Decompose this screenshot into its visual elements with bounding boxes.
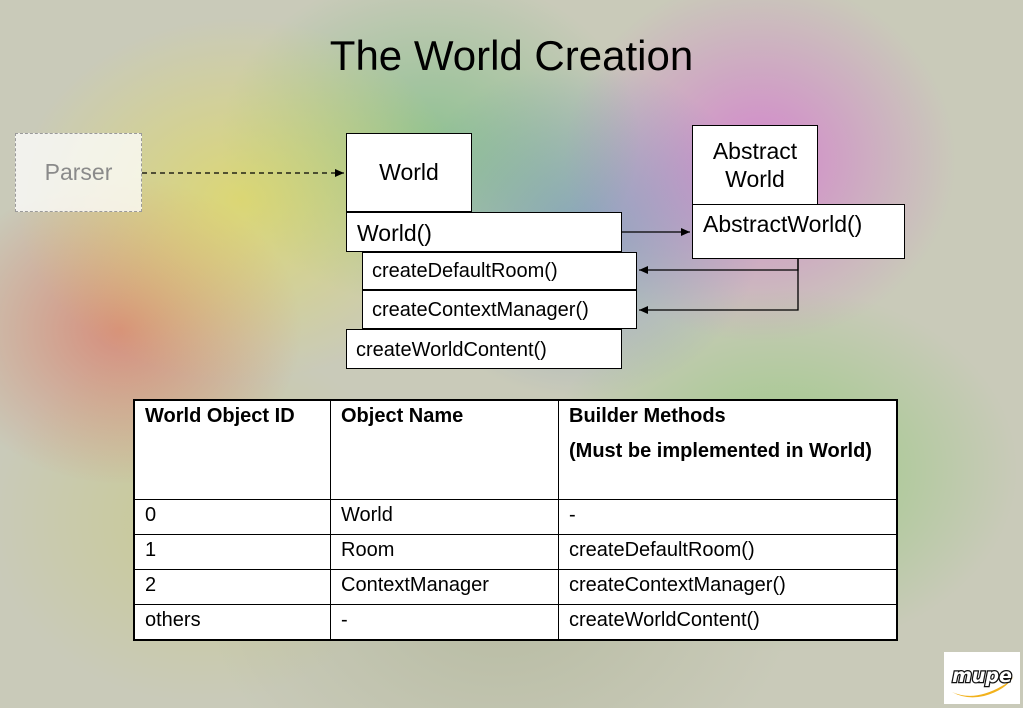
abstract-world-constructor-method: AbstractWorld()	[692, 204, 905, 259]
cell-object-id: 2	[133, 569, 331, 605]
page-title: The World Creation	[329, 32, 694, 79]
create-default-room-method: createDefaultRoom()	[362, 252, 637, 290]
header-world-object-id: World Object ID	[133, 399, 331, 500]
call-arrow-default-room	[639, 259, 799, 274]
cell-object-name: -	[330, 604, 559, 641]
header-builder-methods-note: (Must be implemented in World)	[569, 440, 872, 462]
logo-wordmark: mupe	[952, 665, 1012, 687]
header-object-name: Object Name	[330, 399, 559, 500]
cell-object-id: others	[133, 604, 331, 641]
table-header-row: World Object ID Object Name Builder Meth…	[133, 399, 898, 500]
header-builder-methods-label: Builder Methods	[569, 405, 726, 427]
table-row: others - createWorldContent()	[133, 604, 898, 641]
cell-object-name: ContextManager	[330, 569, 559, 605]
cell-object-name: Room	[330, 534, 559, 570]
create-context-manager-method: createContextManager()	[362, 290, 637, 329]
world-constructor-method: World()	[346, 212, 622, 252]
create-world-content-method: createWorldContent()	[346, 329, 622, 369]
cell-object-name: World	[330, 499, 559, 535]
table-row: 2 ContextManager createContextManager()	[133, 569, 898, 605]
abstract-world-class-box: Abstract World	[692, 125, 818, 205]
world-class-box: World	[346, 133, 472, 212]
parser-box: Parser	[15, 133, 142, 212]
world-objects-table: World Object ID Object Name Builder Meth…	[133, 399, 898, 641]
cell-object-id: 0	[133, 499, 331, 535]
table-row: 1 Room createDefaultRoom()	[133, 534, 898, 570]
cell-builder-method: createDefaultRoom()	[558, 534, 898, 570]
cell-builder-method: createWorldContent()	[558, 604, 898, 641]
header-builder-methods: Builder Methods (Must be implemented in …	[558, 399, 898, 500]
cell-object-id: 1	[133, 534, 331, 570]
table-row: 0 World -	[133, 499, 898, 535]
cell-builder-method: -	[558, 499, 898, 535]
call-arrow-context-manager	[639, 259, 799, 314]
mupe-logo: mupe	[944, 652, 1020, 704]
cell-builder-method: createContextManager()	[558, 569, 898, 605]
